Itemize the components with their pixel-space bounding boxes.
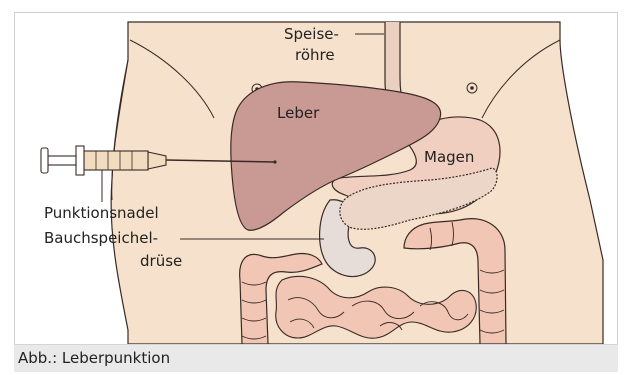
label-speiseroehre-line2: röhre	[295, 46, 335, 64]
label-bauchspeicheldruese-line2: drüse	[140, 252, 182, 270]
label-speiseroehre-line1: Speise-	[284, 25, 339, 43]
label-leber: Leber	[277, 104, 319, 122]
label-magen: Magen	[424, 148, 474, 166]
figure-caption: Abb.: Leberpunktion	[14, 344, 618, 372]
label-punktionsnadel: Punktionsnadel	[44, 204, 159, 222]
label-bauchspeicheldruese-line1: Bauchspeichel-	[44, 229, 158, 247]
